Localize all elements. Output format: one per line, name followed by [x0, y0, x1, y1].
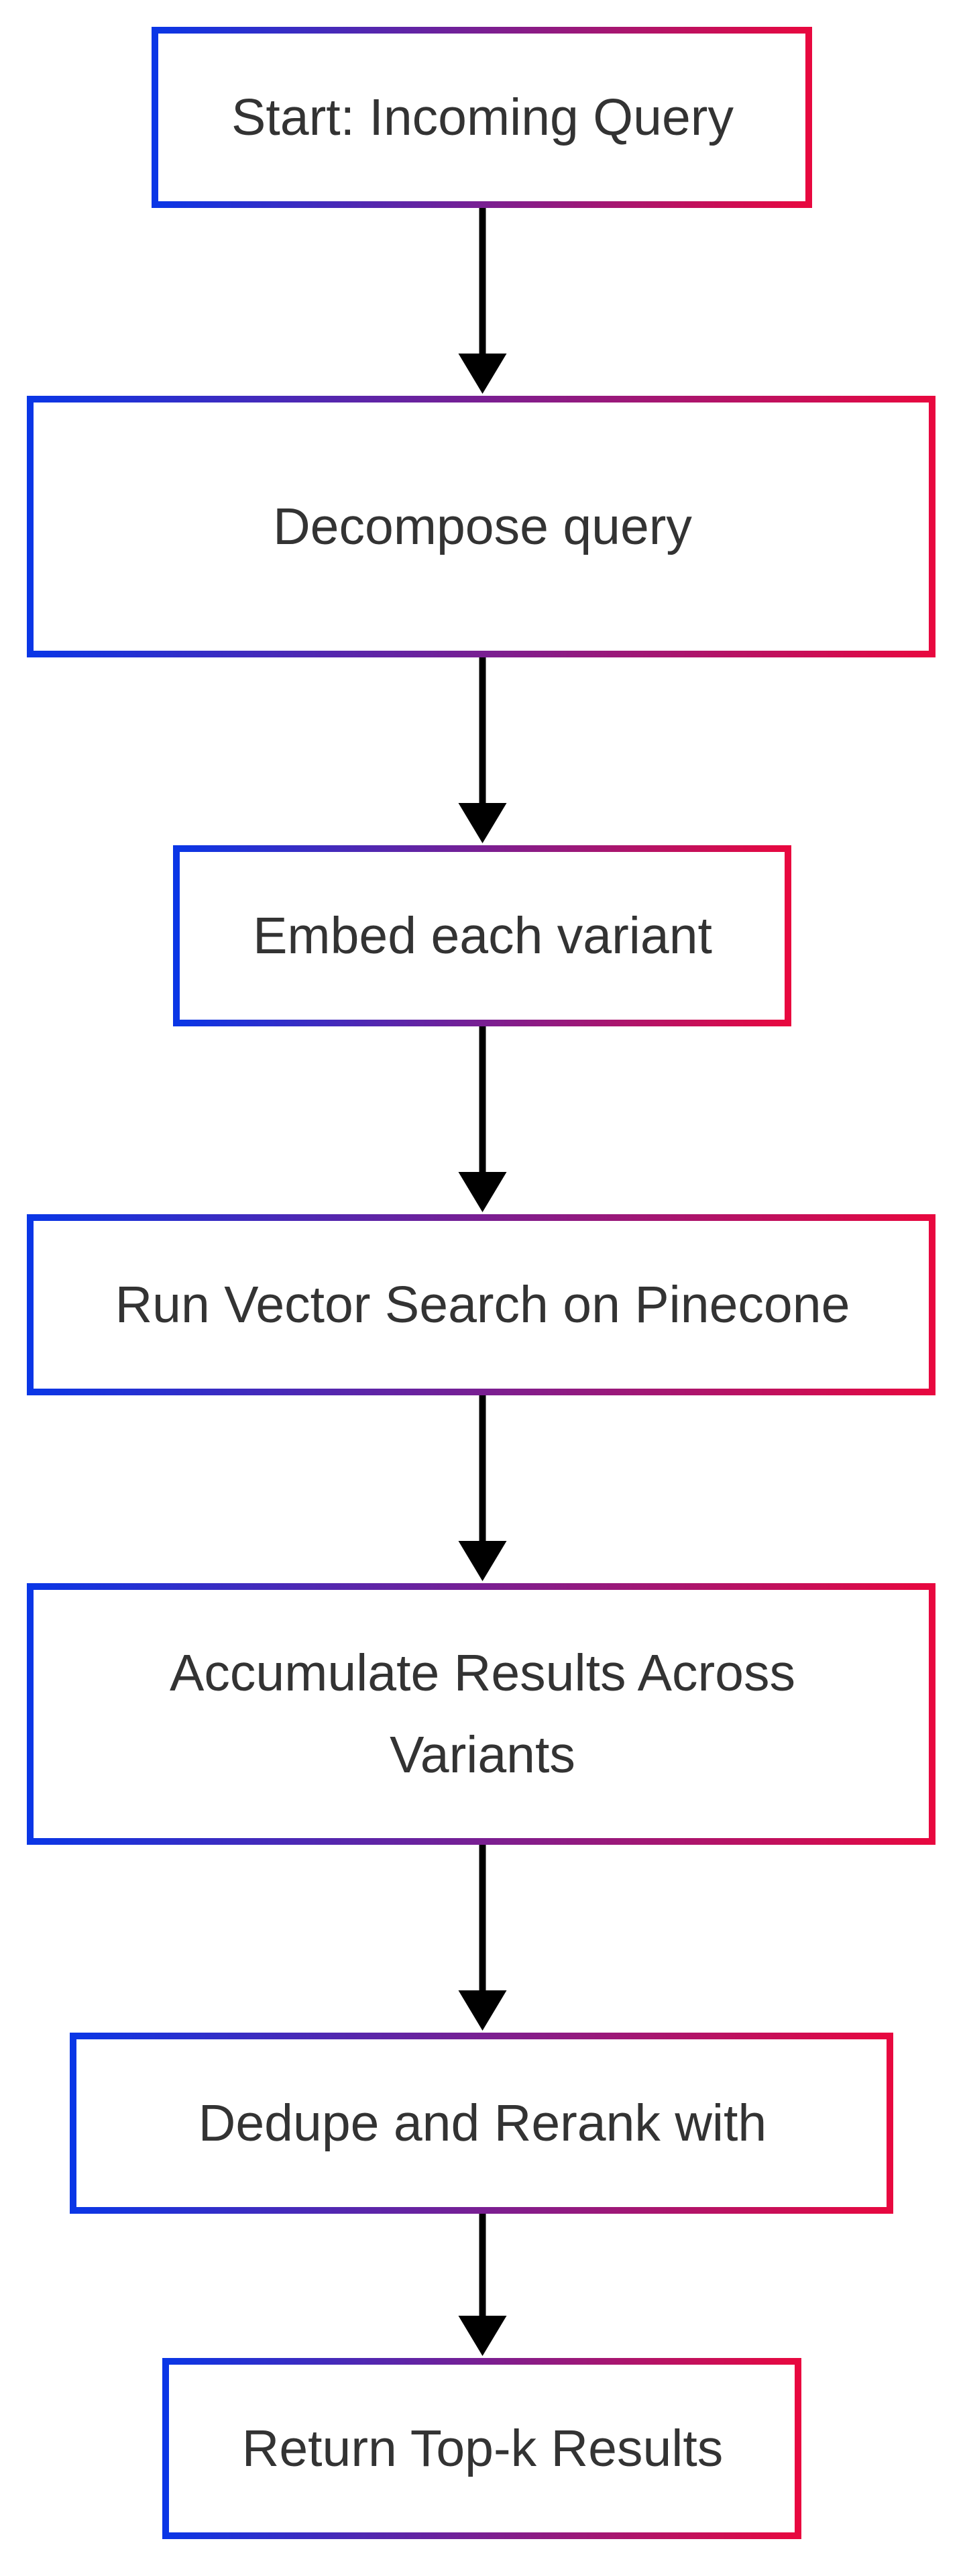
- edge-start-to-decompose: [458, 205, 507, 394]
- edge-search-to-accumulate: [458, 1392, 507, 1581]
- arrowhead-icon: [458, 1541, 507, 1581]
- node-label: Dedupe and Rerank with: [198, 2094, 767, 2152]
- node-label: Decompose query: [273, 498, 692, 555]
- node-box: [27, 396, 935, 657]
- node-label: Variants: [390, 1726, 575, 1784]
- node-box: [27, 1214, 935, 1395]
- edges-layer: [458, 205, 507, 2356]
- node-box: [152, 27, 812, 208]
- arrowhead-icon: [458, 803, 507, 843]
- arrowhead-icon: [458, 1990, 507, 2031]
- node-label: Start: Incoming Query: [231, 89, 734, 146]
- node-search: Run Vector Search on Pinecone: [27, 1214, 935, 1395]
- edge-accumulate-to-dedupe: [458, 1841, 507, 2031]
- node-dedupe: Dedupe and Rerank with: [70, 2033, 893, 2214]
- edge-decompose-to-embed: [458, 654, 507, 843]
- node-decompose: Decompose query: [27, 396, 935, 657]
- node-label: Run Vector Search on Pinecone: [115, 1276, 850, 1334]
- edge-embed-to-search: [458, 1023, 507, 1212]
- node-box: [27, 1583, 935, 1845]
- node-box: [173, 845, 791, 1026]
- arrowhead-icon: [458, 2316, 507, 2356]
- node-box: [162, 2358, 801, 2539]
- node-label: Embed each variant: [253, 907, 712, 965]
- arrowhead-icon: [458, 354, 507, 394]
- node-embed: Embed each variant: [173, 845, 791, 1026]
- edge-dedupe-to-return: [458, 2210, 507, 2356]
- node-label: Return Top-k Results: [242, 2420, 724, 2477]
- node-start: Start: Incoming Query: [152, 27, 812, 208]
- arrowhead-icon: [458, 1172, 507, 1212]
- node-return: Return Top-k Results: [162, 2358, 801, 2539]
- node-box: [70, 2033, 893, 2214]
- node-label: Accumulate Results Across: [170, 1644, 795, 1702]
